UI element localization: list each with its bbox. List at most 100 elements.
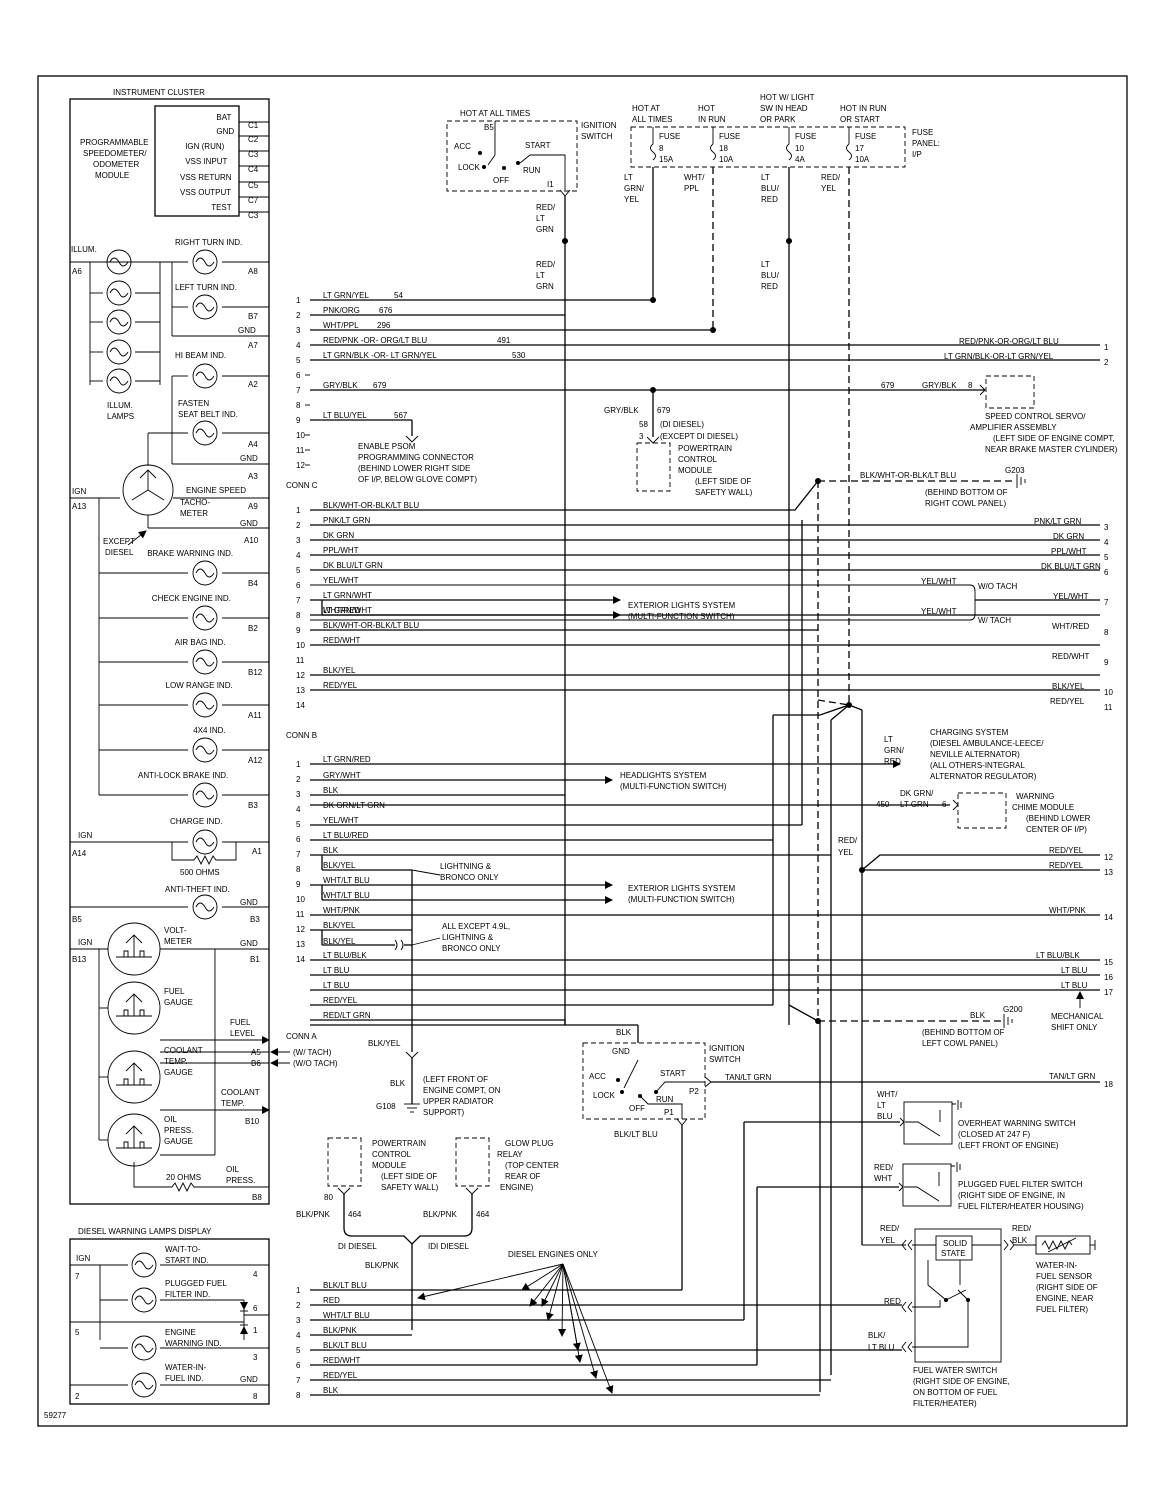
fuse-number: 17 xyxy=(855,144,864,153)
connector-pin-number: 10 xyxy=(296,431,305,440)
svg-text:TEMP.: TEMP. xyxy=(164,1057,187,1066)
lamp-filament xyxy=(195,700,215,710)
svg-text:1: 1 xyxy=(1104,343,1109,352)
svg-text:MODULE: MODULE xyxy=(95,171,129,180)
svg-text:EXCEPT: EXCEPT xyxy=(103,537,135,546)
connector-pin-number: 5 xyxy=(296,356,301,365)
svg-text:3: 3 xyxy=(1104,523,1109,532)
svg-text:LEFT TURN IND.: LEFT TURN IND. xyxy=(175,283,237,292)
connector-pin-number: 12 xyxy=(296,671,305,680)
svg-text:NEVILLE ALTERNATOR): NEVILLE ALTERNATOR) xyxy=(930,750,1020,759)
svg-text:LT GRN/BLK-OR-LT GRN/YEL: LT GRN/BLK-OR-LT GRN/YEL xyxy=(944,352,1054,361)
svg-text:GRY/BLK: GRY/BLK xyxy=(922,381,957,390)
svg-text:GND: GND xyxy=(238,326,256,335)
svg-text:WAIT-TO-: WAIT-TO- xyxy=(165,1245,201,1254)
svg-text:1: 1 xyxy=(253,1326,258,1335)
svg-text:B5: B5 xyxy=(484,123,494,132)
svg-text:SUPPORT): SUPPORT) xyxy=(423,1108,465,1117)
svg-text:RED/: RED/ xyxy=(536,260,556,269)
svg-text:(BEHIND BOTTOM OF: (BEHIND BOTTOM OF xyxy=(925,488,1008,497)
connector-pin-number: 11 xyxy=(296,446,305,455)
svg-text:SPEEDOMETER/: SPEEDOMETER/ xyxy=(83,149,147,158)
svg-text:GND: GND xyxy=(612,1047,630,1056)
svg-text:BLU: BLU xyxy=(877,1112,893,1121)
svg-text:LOCK: LOCK xyxy=(458,163,480,172)
svg-text:RELAY: RELAY xyxy=(497,1150,523,1159)
lamp-filament xyxy=(109,317,129,327)
connector-wire-label: WHT/PNK xyxy=(323,906,361,915)
bottom-pin-number: 7 xyxy=(296,1376,301,1385)
module-pin-id: C3 xyxy=(248,211,259,220)
fuse-rating: 4A xyxy=(795,155,805,164)
svg-text:ENGINE SPEED: ENGINE SPEED xyxy=(186,486,246,495)
svg-text:DK GRN/: DK GRN/ xyxy=(900,789,934,798)
svg-text:OR PARK: OR PARK xyxy=(760,115,796,124)
indicator-label: LOW RANGE IND. xyxy=(166,681,233,690)
svg-text:ALTERNATOR REGULATOR): ALTERNATOR REGULATOR) xyxy=(930,772,1037,781)
svg-text:A6: A6 xyxy=(72,267,82,276)
svg-text:5: 5 xyxy=(1104,553,1109,562)
svg-text:HOT AT: HOT AT xyxy=(632,104,660,113)
connector-pin-number: 11 xyxy=(296,910,305,919)
indicator-label: AIR BAG IND. xyxy=(175,638,226,647)
svg-text:LT: LT xyxy=(536,271,545,280)
connector-wire-label: YEL/WHT xyxy=(323,576,359,585)
svg-text:FASTEN: FASTEN xyxy=(178,399,209,408)
circuit-number: 679 xyxy=(373,381,387,390)
svg-text:(LEFT SIDE OF: (LEFT SIDE OF xyxy=(695,477,751,486)
svg-text:9: 9 xyxy=(1104,658,1109,667)
right-bottom-switches: WHT/ LT BLU OVERHEAT WARNING SWITCH (CLO… xyxy=(862,1090,1098,1408)
svg-text:RED/: RED/ xyxy=(821,173,841,182)
lamp-bulb xyxy=(131,1372,157,1398)
connector-wire-label: LT BLU xyxy=(323,966,350,975)
svg-text:(ALL OTHERS-INTEGRAL: (ALL OTHERS-INTEGRAL xyxy=(930,761,1025,770)
svg-text:W/ TACH: W/ TACH xyxy=(978,616,1011,625)
svg-text:BLK/YEL: BLK/YEL xyxy=(368,1039,401,1048)
gauge-symbol xyxy=(116,934,152,958)
svg-text:A8: A8 xyxy=(248,267,258,276)
svg-text:START IND.: START IND. xyxy=(165,1256,209,1265)
bottom-wire-label: RED xyxy=(323,1296,340,1305)
connector-pin-number: 13 xyxy=(296,686,305,695)
gauge-dial xyxy=(107,981,161,1035)
svg-text:(LEFT SIDE OF: (LEFT SIDE OF xyxy=(381,1172,437,1181)
svg-text:CHIME MODULE: CHIME MODULE xyxy=(1012,803,1074,812)
svg-text:8: 8 xyxy=(253,1392,258,1401)
svg-text:GRN/: GRN/ xyxy=(624,184,645,193)
diesel-only-arrow xyxy=(545,1263,564,1321)
svg-text:SW IN HEAD: SW IN HEAD xyxy=(760,104,808,113)
svg-text:18: 18 xyxy=(1104,1080,1113,1089)
gauge-symbol xyxy=(116,1125,152,1149)
wire-label: LT BLU/YEL xyxy=(323,411,367,420)
connector-wire-label: YEL/WHT xyxy=(323,816,359,825)
svg-text:12: 12 xyxy=(1104,853,1113,862)
svg-text:LT: LT xyxy=(761,260,770,269)
connector-pin-number: 1 xyxy=(296,296,301,305)
wire-label: LT GRN/YEL xyxy=(323,291,369,300)
svg-text:GND: GND xyxy=(240,1375,258,1384)
lamp-filament xyxy=(134,1343,154,1353)
fuse-label: FUSE xyxy=(719,132,740,141)
connector-wire-label: WHT/LT BLU xyxy=(323,876,370,885)
connector-pin-number: 2 xyxy=(296,311,301,320)
connector-pin-number: 4 xyxy=(296,805,301,814)
connector-pin-number: 6 xyxy=(296,835,301,844)
svg-text:EXTERIOR LIGHTS SYSTEM: EXTERIOR LIGHTS SYSTEM xyxy=(628,884,735,893)
lamp-filament xyxy=(109,376,129,386)
svg-text:RED/: RED/ xyxy=(880,1224,900,1233)
svg-text:DIESEL ENGINES ONLY: DIESEL ENGINES ONLY xyxy=(508,1250,598,1259)
connector-wire-label: BLK xyxy=(323,846,339,855)
svg-text:SHIFT ONLY: SHIFT ONLY xyxy=(1051,1023,1098,1032)
svg-text:A2: A2 xyxy=(248,380,258,389)
fuse-number: 10 xyxy=(795,144,804,153)
svg-text:2: 2 xyxy=(1104,358,1109,367)
svg-text:HOT AT ALL TIMES: HOT AT ALL TIMES xyxy=(460,109,530,118)
diesel-only-arrow xyxy=(529,1263,564,1307)
svg-text:BLU/: BLU/ xyxy=(761,184,780,193)
lamp-bulb xyxy=(192,560,218,586)
indicator-label: BRAKE WARNING IND. xyxy=(147,549,233,558)
connector-wire-label: LT BLU xyxy=(323,981,350,990)
connector-pin-number: 10 xyxy=(296,641,305,650)
svg-text:RED: RED xyxy=(761,282,778,291)
